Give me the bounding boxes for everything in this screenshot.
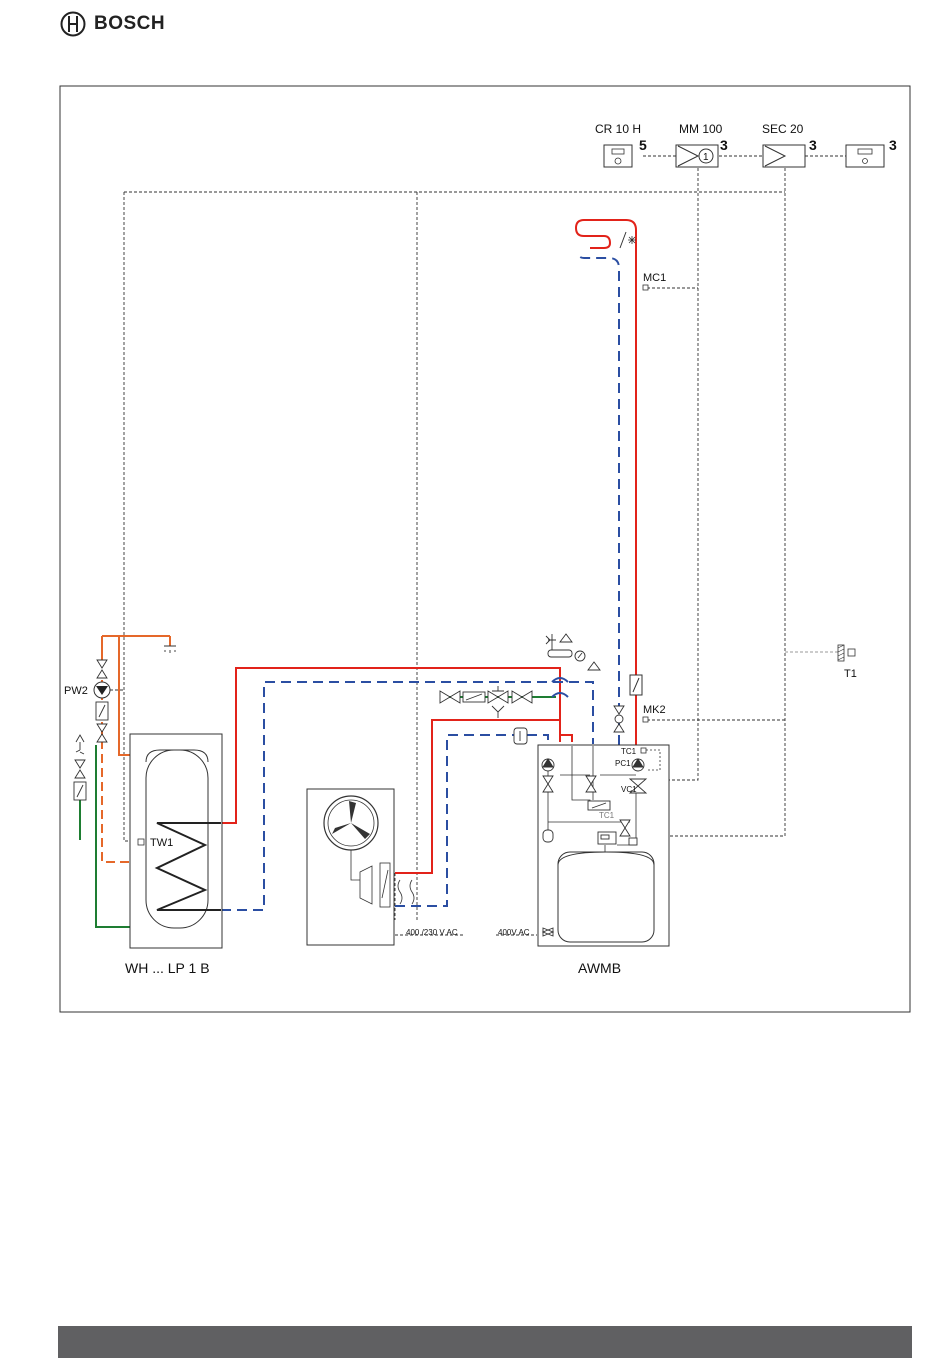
awmb-tank bbox=[558, 852, 654, 942]
check-valve-icon bbox=[614, 706, 624, 732]
mm100-label: MM 100 bbox=[679, 122, 723, 136]
fill-valve-set-icon bbox=[440, 686, 532, 718]
mm100-count: 3 bbox=[720, 137, 728, 153]
cr10h-label: CR 10 H bbox=[595, 122, 641, 136]
awmb-vc1-label: VC1 bbox=[621, 785, 637, 794]
t1-label: T1 bbox=[844, 668, 857, 680]
outdoor-heat-pump bbox=[307, 789, 414, 945]
pw2-label: PW2 bbox=[64, 685, 88, 697]
sec20-module: SEC 20 3 bbox=[762, 122, 817, 167]
heat-cool-icon bbox=[620, 232, 636, 248]
awmb-tc1-inner-label: TC1 bbox=[599, 811, 615, 820]
cr10h-control: CR 10 H 5 bbox=[595, 122, 647, 167]
cr10h-count: 5 bbox=[639, 137, 647, 153]
mm100-module: MM 100 1 3 bbox=[676, 122, 728, 167]
mc1-sensor bbox=[643, 285, 648, 290]
room-display: 3 bbox=[846, 137, 897, 167]
air-separator-icon bbox=[514, 728, 527, 744]
outdoor-power-label: 400 /230 V AC bbox=[406, 928, 458, 937]
tw1-label: TW1 bbox=[150, 837, 173, 849]
sec20-count: 3 bbox=[809, 137, 817, 153]
dhw-cylinder bbox=[130, 734, 222, 948]
mk2-sensor bbox=[643, 717, 648, 722]
module-label: AWMB bbox=[578, 960, 621, 976]
awmb-pc1-label: PC1 bbox=[615, 759, 631, 768]
footer-bar bbox=[58, 1326, 912, 1358]
display-count: 3 bbox=[889, 137, 897, 153]
cylinder-label: WH ... LP 1 B bbox=[125, 960, 210, 976]
safety-group-icon bbox=[546, 634, 600, 670]
indoor-power-label: 400V AC bbox=[498, 928, 530, 937]
awmb-module bbox=[538, 745, 669, 946]
mm100-badge: 1 bbox=[703, 152, 709, 163]
pw2-pump-icon bbox=[94, 682, 110, 698]
mk2-label: MK2 bbox=[643, 704, 666, 716]
awmb-tc1-label: TC1 bbox=[621, 747, 637, 756]
sec20-label: SEC 20 bbox=[762, 122, 804, 136]
outdoor-sensor-icon bbox=[838, 645, 855, 661]
shower-icon bbox=[164, 646, 176, 653]
mc1-label: MC1 bbox=[643, 272, 666, 284]
